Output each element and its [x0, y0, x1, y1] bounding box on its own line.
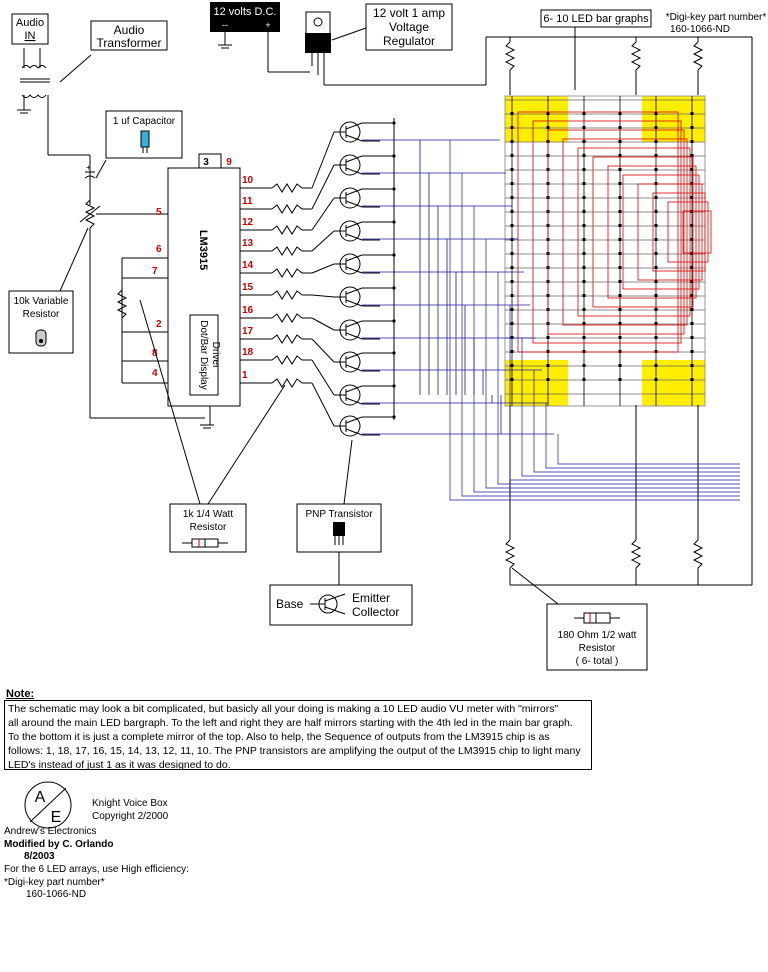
audio-transformer-label: Audio Transformer: [90, 20, 168, 51]
schematic-diagram: Audio IN Audio Transformer 12 volts D.C.…: [8, 2, 767, 671]
output-pin-label: 11: [242, 196, 253, 207]
pnp-transistor: [334, 253, 396, 275]
led-note: For the 6 LED arrays, use High efficienc…: [4, 864, 189, 875]
pnp-transistor: [334, 220, 396, 242]
svg-text:3: 3: [203, 157, 209, 168]
svg-text:180 Ohm 1/2 watt: 180 Ohm 1/2 watt: [558, 630, 637, 641]
svg-text:LM3915: LM3915: [197, 230, 209, 270]
company-logo: A E: [24, 781, 72, 829]
project-title: Knight Voice Box: [92, 798, 168, 809]
pnp-transistor: [334, 154, 396, 176]
logo-letter-e: E: [51, 809, 62, 826]
variable-resistor-label: 10k Variable Resistor: [8, 290, 74, 354]
logo-letter-a: A: [35, 789, 46, 806]
bargraph-label: 6- 10 LED bar graphs: [540, 9, 652, 28]
pnp-transistor: [334, 187, 396, 209]
copyright: Copyright 2/2000: [92, 811, 169, 822]
transistor-pinout-legend: Base Emitter Collector: [269, 584, 413, 626]
svg-text:1 uf Capacitor: 1 uf Capacitor: [113, 116, 176, 127]
voltage-regulator-symbol: [305, 11, 331, 75]
output-pin-label: 16: [242, 305, 254, 316]
output-pin-label: 17: [242, 326, 254, 337]
pnp-transistor: [334, 351, 396, 373]
output-pin-label: 15: [242, 282, 254, 293]
svg-text:( 6- total ): ( 6- total ): [576, 656, 619, 667]
svg-text:8: 8: [152, 348, 158, 359]
lm3915-chip: 3 9 LM3915 Dot/Bar Display Driver: [167, 153, 241, 407]
capacitor-label: 1 uf Capacitor: [105, 110, 183, 159]
svg-text:Driver: Driver: [210, 342, 221, 369]
output-pin-label: 10: [242, 175, 254, 186]
pnp-transistor: [334, 286, 396, 308]
digikey-label: *Digi-key part number*: [4, 877, 105, 888]
svg-text:6: 6: [156, 244, 162, 255]
output-pin-label: 14: [242, 260, 254, 271]
note-title: Note:: [6, 688, 35, 700]
resistor-180-label: 180 Ohm 1/2 watt Resistor ( 6- total ): [546, 603, 648, 671]
svg-text:+: +: [265, 20, 270, 30]
svg-text:Transformer: Transformer: [97, 36, 162, 50]
cap-plus: +: [86, 163, 91, 172]
variable-resistor-symbol: [79, 178, 205, 419]
regulator-label: 12 volt 1 amp Voltage Regulator: [365, 3, 453, 51]
note-line: The schematic may look a bit complicated…: [8, 703, 559, 715]
svg-text:Base: Base: [276, 597, 304, 611]
note-line: To the bottom it is just a complete mirr…: [8, 731, 550, 743]
note-line: all around the main LED bargraph. To the…: [8, 717, 573, 729]
svg-text:9: 9: [226, 157, 232, 168]
pnp-transistor: [334, 121, 396, 143]
note-line: LED's instead of just 1 as it was design…: [8, 759, 231, 771]
svg-text:4: 4: [152, 368, 158, 379]
bottom-resistors: [504, 405, 704, 585]
power-supply-label: 12 volts D.C. -- +: [210, 2, 280, 32]
resistor-1k-label: 1k 1/4 Watt Resistor: [169, 503, 247, 553]
svg-text:IN: IN: [25, 30, 36, 42]
svg-text:1k 1/4 Watt: 1k 1/4 Watt: [183, 509, 233, 520]
svg-text:12 volt 1 amp: 12 volt 1 amp: [373, 6, 445, 20]
svg-text:Voltage: Voltage: [389, 20, 429, 34]
svg-text:Resistor: Resistor: [23, 309, 60, 320]
svg-text:2: 2: [156, 319, 162, 330]
svg-text:--: --: [222, 20, 228, 30]
pnp-transistor: [334, 384, 396, 406]
pnp-transistor-label: PNP Transistor: [296, 503, 382, 553]
output-pin-label: 12: [242, 217, 254, 228]
output-stage: 10 11 12 13 14 15 16 17 18 1: [240, 118, 740, 501]
digikey-top-label: *Digi-key part number*: [666, 12, 767, 23]
svg-text:10k Variable: 10k Variable: [14, 296, 69, 307]
modified-date: 8/2003: [24, 851, 55, 862]
modified-by: Modified by C. Orlando: [4, 839, 114, 850]
note-box: The schematic may look a bit complicated…: [4, 700, 592, 771]
output-pin-label: 18: [242, 347, 254, 358]
svg-text:12 volts D.C.: 12 volts D.C.: [214, 6, 277, 18]
digikey-part: 160-1066-ND: [26, 889, 87, 900]
led-bargraph-array: [504, 95, 712, 407]
svg-text:Regulator: Regulator: [383, 34, 435, 48]
digikey-top-part: 160-1066-ND: [670, 24, 730, 35]
pnp-transistor: [334, 319, 396, 341]
svg-text:PNP Transistor: PNP Transistor: [305, 509, 373, 520]
svg-text:Collector: Collector: [352, 605, 399, 619]
svg-text:Dot/Bar Display: Dot/Bar Display: [198, 320, 209, 389]
transformer-symbol: [17, 48, 91, 205]
svg-text:7: 7: [152, 266, 158, 277]
output-pin-label: 1: [242, 370, 248, 381]
top-resistors: [504, 37, 704, 95]
svg-text:Resistor: Resistor: [579, 643, 616, 654]
output-pin-label: 13: [242, 238, 254, 249]
svg-text:Resistor: Resistor: [190, 522, 227, 533]
svg-text:Audio: Audio: [114, 23, 145, 37]
audio-in-label: Audio IN: [11, 13, 49, 45]
svg-text:Audio: Audio: [16, 17, 44, 29]
svg-text:6- 10 LED bar graphs: 6- 10 LED bar graphs: [543, 13, 649, 25]
svg-text:5: 5: [156, 207, 162, 218]
company-name: Andrew's Electronics: [4, 826, 97, 837]
svg-text:Emitter: Emitter: [352, 591, 390, 605]
pnp-transistor: [334, 415, 396, 437]
note-line: follows: 1, 18, 17, 16, 15, 14, 13, 12, …: [8, 745, 581, 757]
